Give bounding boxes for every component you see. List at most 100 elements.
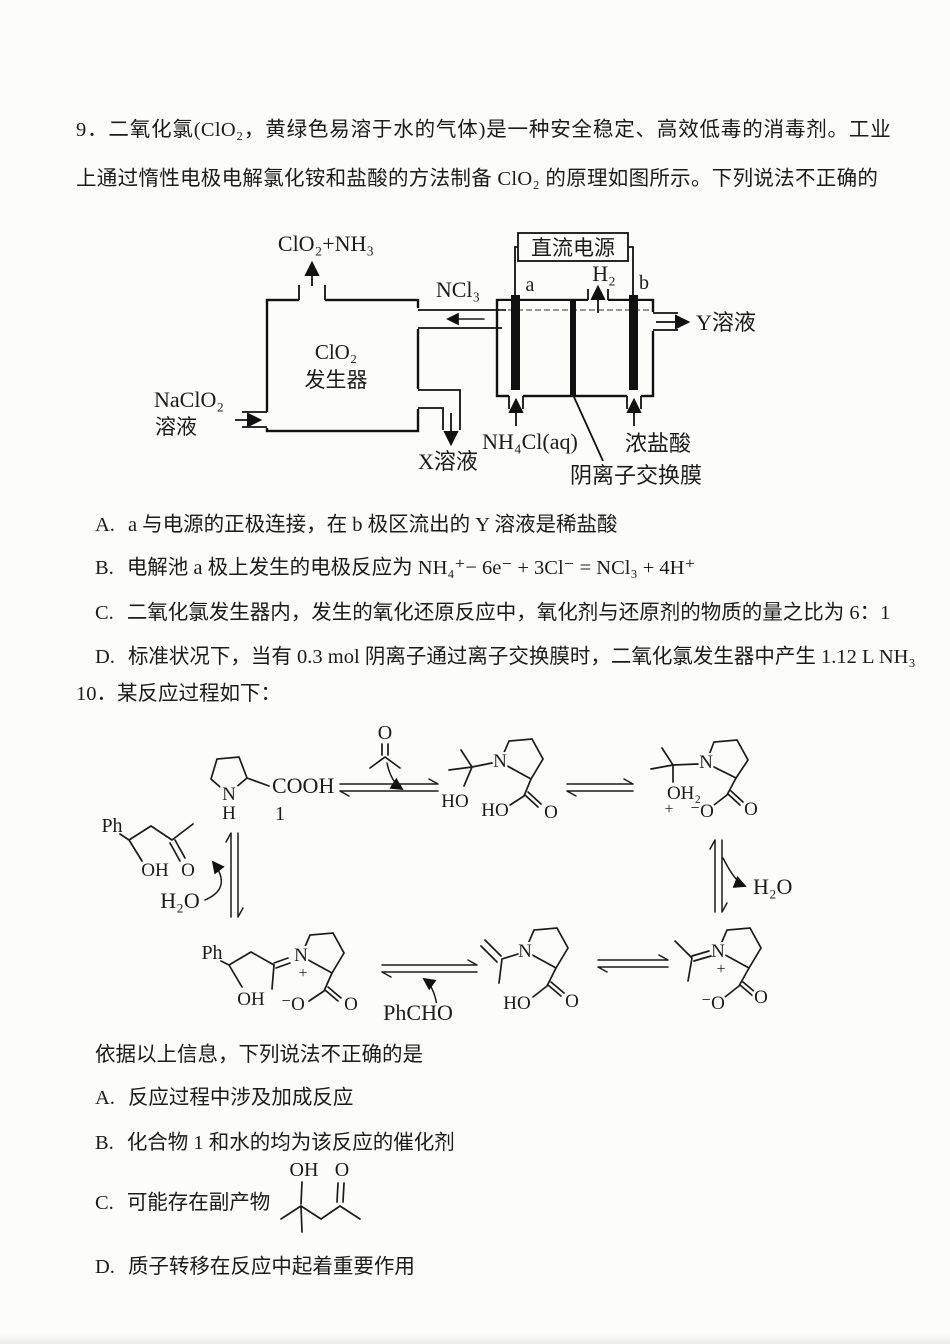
option-text: 标准状况下，当有 0.3 mol 阴离子通过离子交换膜时，二氧化氯发生器中产生 … (127, 646, 916, 668)
equilibrium-arrow-right (709, 839, 728, 913)
atom-o: O (335, 1159, 349, 1181)
group-neg-o: ⁻O (701, 993, 725, 1014)
label-electrode-a: a (526, 274, 535, 296)
atom-o: O (744, 799, 758, 820)
clo2-generator-box (265, 298, 420, 433)
q10-option-c: C. 可能存在副产物 (95, 1188, 270, 1218)
label-y-solution: Y溶液 (696, 310, 756, 335)
group-ho: HO (503, 993, 530, 1014)
structure-iminium: N + ⁻O O (674, 927, 770, 1017)
option-text: 质子转移在反应中起着重要作用 (127, 1256, 415, 1278)
option-letter: C. (95, 602, 114, 624)
label-naclo2: NaClO₂ (154, 387, 224, 412)
structure-hemiaminal: N HO HO O (439, 738, 560, 826)
option-letter: B. (95, 1132, 114, 1154)
q9-option-b: B. 电解池 a 极上发生的电极反应为 NH₄⁺− 6e⁻ + 3Cl⁻ = NC… (95, 553, 695, 583)
option-letter: D. (95, 646, 115, 668)
molecule-h2o: H₂O (160, 888, 199, 913)
curved-arrow-phcho (422, 977, 438, 1007)
label-x-solution: X溶液 (418, 449, 478, 474)
option-letter: C. (95, 1192, 114, 1214)
q10-prompt: 依据以上信息，下列说法不正确的是 (95, 1044, 423, 1066)
q9-option-c: C. 二氧化氯发生器内，发生的氧化还原反应中，氧化剂与还原剂的物质的量之比为 6：… (95, 598, 890, 628)
atom-n: N (222, 784, 236, 805)
structure-aldol-product: Ph OH O H₂O (99, 813, 225, 916)
equilibrium-arrow-4 (381, 959, 478, 978)
label-electrode-b: b (639, 272, 649, 294)
group-ph: Ph (101, 815, 122, 837)
atom-n: N (699, 752, 713, 773)
charge-plus: + (716, 961, 725, 978)
equilibrium-arrow-3 (597, 954, 669, 973)
group-oh2: OH₂ (667, 783, 701, 804)
power-wires (514, 246, 634, 295)
electrolysis-diagram: ClO₂ 发生器 ClO₂+NH₃ NaClO₂ 溶液 X溶液 NCl₃ (152, 229, 759, 491)
option-letter: B. (95, 557, 114, 579)
group-neg-o: ⁻O (690, 801, 714, 822)
group-cooh: COOH (272, 773, 334, 798)
q10-option-a: A. 反应过程中涉及加成反应 (95, 1083, 353, 1113)
structure-proline: N H COOH 1 (210, 756, 337, 828)
atom-o: O (378, 722, 392, 744)
question-9-text: 9．二氧化氯(ClO₂，黄绿色易溶于水的气体)是一种安全稳定、高效低毒的消毒剂。… (76, 119, 891, 190)
byproduct-structure: OH O (280, 1157, 361, 1233)
label-h2: H₂ (592, 261, 616, 286)
group-ho: HO (441, 791, 468, 812)
atom-o: O (181, 860, 195, 881)
equilibrium-arrow-2 (566, 778, 634, 797)
curved-arrow-acetone (386, 762, 404, 791)
label-nh4cl: NH₄Cl(aq) (482, 429, 578, 454)
label-ncl3: NCl₃ (436, 277, 480, 302)
label-naclo2-solution: 溶液 (155, 415, 197, 439)
compound-1-label: 1 (275, 803, 285, 825)
q10-option-b: B. 化合物 1 和水的均为该反应的催化剂 (95, 1128, 455, 1158)
option-letter: A. (95, 1087, 115, 1109)
option-text: 二氧化氯发生器内，发生的氧化还原反应中，氧化剂与还原剂的物质的量之比为 6：1 (126, 602, 891, 624)
structure-enamine: N HO O (480, 927, 581, 1017)
atom-o: O (344, 994, 358, 1015)
molecule-phcho: PhCHO (383, 1000, 453, 1025)
group-oh: OH (290, 1159, 319, 1181)
atom-h: H (222, 803, 236, 824)
atom-o: O (565, 991, 579, 1012)
curved-arrow-h2o-loss (722, 857, 747, 888)
label-membrane: 阴离子交换膜 (570, 463, 702, 488)
group-ho: HO (481, 800, 508, 821)
q9-option-d: D. 标准状况下，当有 0.3 mol 阴离子通过离子交换膜时，二氧化氯发生器中产… (95, 642, 916, 672)
option-text: 反应过程中涉及加成反应 (127, 1087, 354, 1109)
option-text: 电解池 a 极上发生的电极反应为 NH₄⁺− 6e⁻ + 3Cl⁻ = NCl₃… (126, 557, 696, 579)
q9-option-a: A. a 与电源的正极连接，在 b 极区流出的 Y 溶液是稀盐酸 (95, 510, 617, 540)
option-text: 化合物 1 和水的均为该反应的催化剂 (126, 1132, 455, 1154)
label-clo2-nh3: ClO₂+NH₃ (278, 231, 374, 256)
atom-o: O (754, 987, 768, 1008)
curved-arrow-h2o-add (204, 860, 225, 901)
structure-acetone: O (369, 720, 404, 791)
group-oh: OH (141, 860, 169, 881)
atom-n: N (711, 941, 725, 962)
structure-protonated-hemiaminal: N OH₂ + ⁻O O (650, 739, 760, 825)
charge-plus: + (298, 965, 307, 982)
q10-option-d: D. 质子转移在反应中起着重要作用 (95, 1252, 415, 1282)
structure-aldol-iminium: Ph OH N + ⁻O O (199, 932, 360, 1018)
atom-n: N (493, 751, 507, 772)
label-dc-power: 直流电源 (531, 236, 615, 260)
atom-n: N (518, 941, 532, 962)
equilibrium-arrow-1 (339, 778, 439, 797)
electrode-b (629, 295, 638, 390)
option-text: 可能存在副产物 (126, 1192, 271, 1214)
reaction-scheme: N H COOH 1 O N HO HO O N (99, 720, 795, 1028)
group-oh: OH (237, 989, 265, 1010)
question-10-title: 10．某反应过程如下： (76, 683, 281, 705)
option-letter: D. (95, 1256, 115, 1278)
charge-plus: + (664, 801, 673, 818)
anion-exchange-membrane (570, 300, 576, 396)
molecule-h2o: H₂O (753, 874, 792, 899)
membrane-pointer-line (573, 396, 604, 462)
option-letter: A. (95, 514, 115, 536)
group-neg-o: ⁻O (281, 994, 305, 1015)
generator-label-fashengqi: 发生器 (305, 368, 368, 392)
electrode-a (511, 295, 520, 390)
group-ph: Ph (201, 942, 222, 964)
option-text: a 与电源的正极连接，在 b 极区流出的 Y 溶液是稀盐酸 (127, 514, 618, 536)
